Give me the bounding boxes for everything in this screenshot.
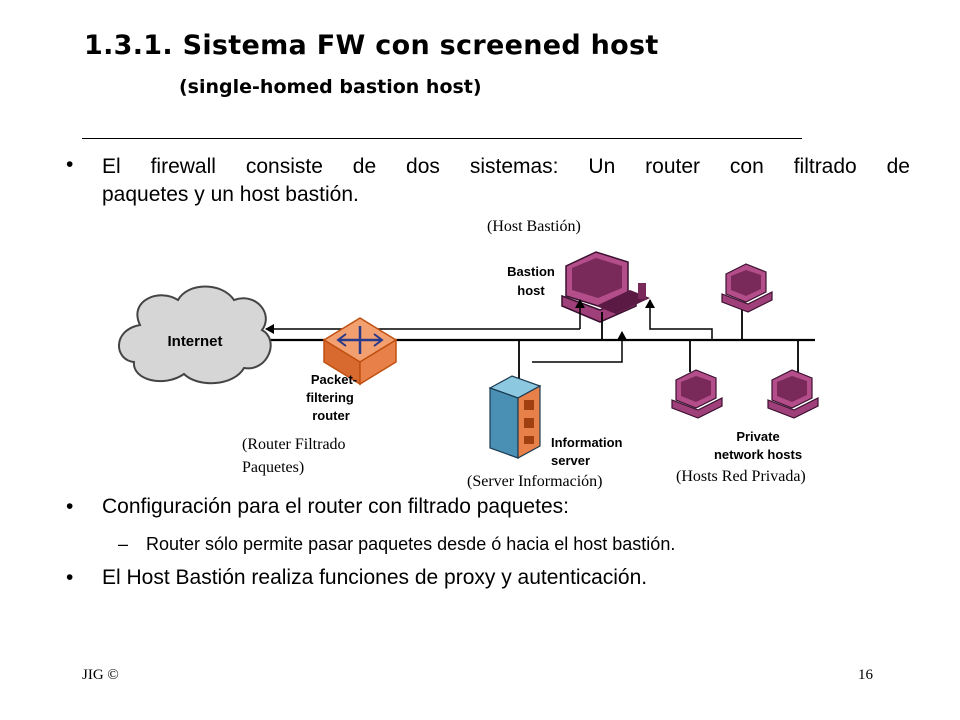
bastion-host-icon [561,251,650,323]
private-label-2: network hosts [714,447,802,462]
server-label-2: server [551,453,590,468]
private-host-icon [767,369,819,419]
router-label-1: Packet- [311,372,357,387]
internet-label: Internet [167,333,222,350]
slide-subtitle: (single-homed bastion host) [179,76,482,98]
router-label-3: router [312,408,350,423]
bullet-marker: • [66,495,74,518]
sub-bullet-marker: – [118,534,129,554]
bastion-label-1: Bastion [507,264,555,279]
footer-page-number: 16 [858,667,873,683]
bastion-label-2: host [517,283,545,298]
router-es-label-2: Paquetes) [242,459,304,476]
bastion-es-label: (Host Bastión) [487,218,581,235]
bullet-3-text: El Host Bastión realiza funciones de pro… [102,566,648,589]
footer-author: JIG © [82,667,119,683]
bullet-1-line-1: El firewall consiste de dos sistemas: Un… [102,155,910,178]
server-es-label: (Server Información) [467,473,603,490]
information-server-icon [488,375,542,460]
private-host-icon [721,263,773,313]
server-label-1: Information [551,435,623,450]
router-icon [322,317,398,386]
bullet-1-line-2: paquetes y un host bastión. [102,183,359,206]
bullet-2-text: Configuración para el router con filtrad… [102,495,569,518]
private-es-label: (Hosts Red Privada) [676,468,806,485]
router-es-label-1: (Router Filtrado [242,436,346,453]
arrow-from-server [532,331,627,363]
sub-bullet-text: Router sólo permite pasar paquetes desde… [146,534,676,554]
internet-cloud-icon: Internet [118,285,272,385]
slide-title: 1.3.1. Sistema FW con screened host [84,30,659,61]
bullet-1-text: El firewall consiste de dos sistemas: Un… [102,153,910,209]
private-label-1: Private [736,429,779,444]
bullet-marker: • [66,153,74,176]
private-host-icon [671,369,723,419]
title-divider [82,138,802,139]
router-label-2: filtering [306,390,354,405]
arrow-from-private [645,299,713,340]
bullet-marker: • [66,566,74,589]
